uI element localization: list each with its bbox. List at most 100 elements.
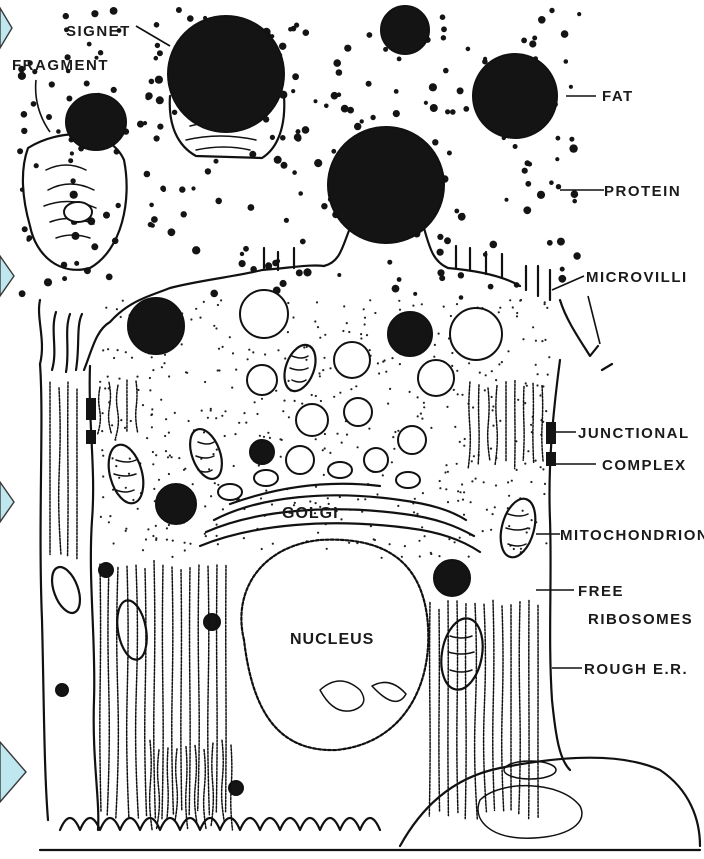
ribosome	[263, 436, 265, 438]
ribosome	[471, 460, 473, 462]
ribosome	[166, 539, 168, 541]
ribosome	[357, 498, 359, 500]
label-rough-er: ROUGH E.R.	[584, 661, 688, 678]
protein-granule	[154, 56, 159, 61]
ribosome	[391, 357, 393, 359]
ribosome	[155, 537, 157, 539]
ribosome	[315, 438, 317, 440]
ribosome	[348, 542, 350, 544]
ribosome	[369, 299, 371, 301]
ribosome	[377, 362, 379, 364]
protein-granule	[148, 222, 153, 227]
ribosome	[108, 521, 110, 523]
protein-granule	[525, 181, 531, 187]
ribosome	[102, 455, 104, 457]
ribosome	[512, 306, 514, 308]
protein-granule	[248, 204, 255, 211]
ribosome	[542, 468, 544, 470]
er-cisterna	[136, 565, 139, 818]
er-cisterna	[136, 381, 138, 433]
ribosome	[174, 412, 176, 414]
protein-granule	[458, 213, 466, 221]
ribosome	[393, 448, 395, 450]
ribosome	[272, 543, 274, 545]
protein-granule	[214, 159, 219, 164]
protein-granule	[360, 119, 364, 123]
ribosome	[183, 469, 185, 471]
ribosome	[234, 433, 236, 435]
ribosome	[151, 356, 153, 358]
er-cisterna	[488, 388, 490, 460]
protein-granule	[279, 43, 286, 50]
ribosome	[171, 456, 173, 458]
ribosome	[329, 452, 331, 454]
ribosome	[508, 495, 510, 497]
secretory-vacuoles	[240, 290, 502, 474]
ribosome	[461, 483, 463, 485]
ribosome	[164, 435, 166, 437]
ribosome	[456, 303, 458, 305]
ribosome	[327, 497, 329, 499]
ribosome	[287, 331, 289, 333]
ribosome	[544, 301, 546, 303]
protein-granule	[569, 144, 577, 152]
ribosome	[124, 427, 126, 429]
ribosome	[540, 466, 542, 468]
ribosome	[439, 487, 441, 489]
ribosome	[214, 482, 216, 484]
ribosome	[288, 380, 290, 382]
ribosome	[399, 363, 401, 365]
ribosome	[530, 481, 532, 483]
ribosome	[168, 524, 170, 526]
ribosome	[463, 514, 465, 516]
ribosome	[430, 552, 432, 554]
protein-granule	[397, 277, 402, 282]
er-cisterna	[439, 609, 440, 812]
ribosome	[275, 390, 277, 392]
label-free: FREE	[578, 583, 624, 600]
nav-arrow-4[interactable]	[0, 742, 26, 802]
ribosome	[158, 479, 160, 481]
nav-arrow-3[interactable]	[0, 482, 14, 522]
protein-granule	[337, 92, 342, 97]
protein-granule	[522, 168, 528, 174]
ribosome	[430, 427, 432, 429]
ribosome	[104, 387, 106, 389]
ribosome	[456, 463, 458, 465]
protein-granule	[26, 238, 30, 242]
ribosome	[507, 481, 509, 483]
er-cisterna	[175, 749, 178, 822]
protein-granule	[314, 99, 318, 103]
ribosome	[541, 340, 543, 342]
label-complex: COMPLEX	[602, 457, 687, 474]
nav-arrow-2[interactable]	[0, 256, 14, 296]
ribosome	[342, 330, 344, 332]
ribosome	[287, 302, 289, 304]
protein-granule	[569, 85, 573, 89]
nav-arrow-1[interactable]	[0, 8, 12, 48]
ribosome	[116, 308, 118, 310]
ribosome	[387, 403, 389, 405]
ribosome	[181, 343, 183, 345]
protein-granule	[424, 101, 428, 105]
ribosome	[490, 448, 492, 450]
protein-granule	[34, 163, 39, 168]
er-cisterna	[100, 564, 101, 812]
ribosome	[167, 456, 169, 458]
ribosome	[399, 309, 401, 311]
er-cisterna	[116, 568, 119, 819]
protein-granule	[577, 12, 581, 16]
ribosome	[129, 458, 131, 460]
ribosome	[438, 333, 440, 335]
ribosome	[336, 433, 338, 435]
er-cisterna	[186, 747, 188, 829]
ribosome	[248, 349, 250, 351]
ribosome	[409, 391, 411, 393]
er-cisterna	[222, 740, 224, 821]
label-junctional: JUNCTIONAL	[578, 425, 690, 442]
ribosome	[178, 457, 180, 459]
protein-granule	[513, 144, 518, 149]
protein-granule	[84, 81, 90, 87]
ribosome	[102, 496, 104, 498]
ribosome	[118, 378, 120, 380]
